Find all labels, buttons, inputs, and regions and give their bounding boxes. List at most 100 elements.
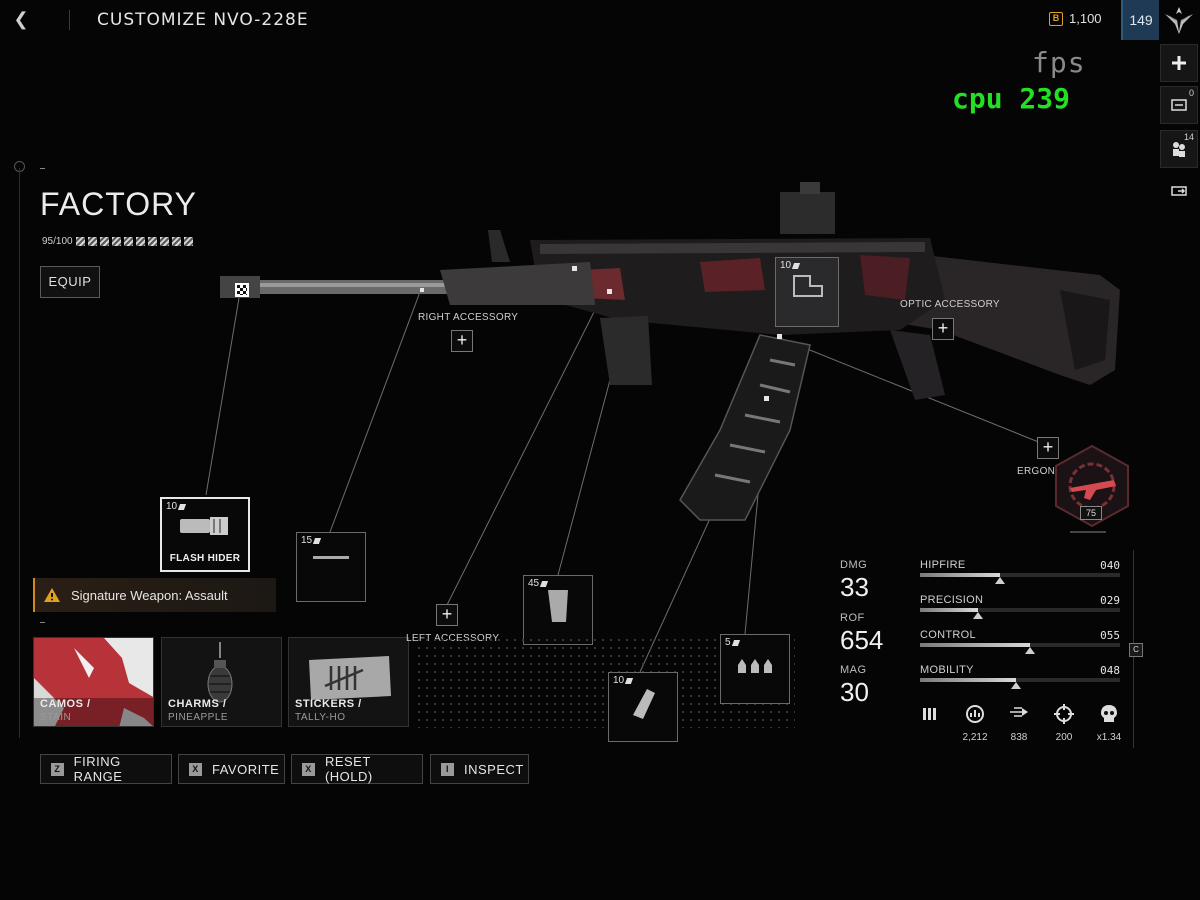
mastery-pip [75,237,85,246]
inspect-button[interactable]: I INSPECT [430,754,529,784]
key-hint: Z [51,762,64,776]
mail-count: 0 [1188,88,1194,98]
mini-stat-headshot: x1.34 [1089,704,1129,743]
grip-attachment-card[interactable]: 45 [523,575,593,645]
exit-button[interactable] [1160,172,1198,210]
signature-text: Signature Weapon: Assault [71,587,228,603]
mail-button[interactable]: 0 [1160,86,1198,124]
back-button[interactable]: ❮ [13,9,29,29]
dmg-value: 33 [840,572,869,602]
camo-swatch-image [34,638,153,726]
divider [69,10,70,30]
attachment-level-value: 10 [613,675,625,686]
mastery-pip [87,237,97,246]
magazine-attachment-card[interactable]: 10 [608,672,678,742]
optic-attachment-card[interactable]: 10 [775,257,839,327]
attachment-level: 10 [780,260,801,271]
favorite-label: FAVORITE [212,761,280,777]
attachment-level-value: 45 [528,578,540,589]
right-accessory-add-button[interactable]: + [451,330,473,352]
barrel-icon [313,556,349,559]
squad-button[interactable]: 14 [1160,130,1198,168]
ergonomics-add-button[interactable]: + [1037,437,1059,459]
player-level-badge[interactable]: 149 [1121,0,1159,40]
rank-emblem-icon[interactable] [1163,4,1195,36]
pencil-icon [313,537,322,544]
pencil-icon [625,677,634,684]
stat-bar-value: 040 [1100,559,1120,572]
ergonomics-perk-icon[interactable] [1046,442,1138,538]
key-hint: X [189,762,202,776]
equip-button[interactable]: EQUIP [40,266,100,298]
pencil-icon [731,639,740,646]
attachment-level: 10 [613,675,634,686]
mastery-pip [135,237,145,246]
stat-bar-marker [995,577,1005,584]
rof-label: ROF [840,612,865,624]
bullet-speed-icon [999,704,1039,726]
barrel-attachment-card[interactable]: 15 [296,532,366,602]
attachment-level-value: 10 [166,501,178,512]
favorite-button[interactable]: X FAVORITE [178,754,285,784]
mastery-pip [171,237,181,246]
mastery-pip [123,237,133,246]
ammo-attachment-card[interactable]: 5 [720,634,790,704]
left-rail [19,168,20,738]
squad-icon [1173,142,1185,157]
muzzle-attachment-card[interactable]: 10 FLASH HIDER [160,497,250,572]
attachment-level: 5 [725,637,740,648]
stat-bar-fill [920,573,1000,577]
attachment-level-value: 5 [725,637,731,648]
rof-value: 654 [840,625,884,655]
reset-button[interactable]: X RESET (HOLD) [291,754,423,784]
dmg-label: DMG [840,559,868,571]
mastery-progress: 95/100 [42,236,193,247]
attachment-level: 10 [166,501,187,512]
add-friend-button[interactable] [1160,44,1198,82]
stickers-card[interactable]: STICKERS / TALLY-HO [288,637,409,727]
muzzle-slot-marker[interactable] [235,283,249,297]
stat-bar-value: 055 [1100,629,1120,642]
mastery-progress-text: 95/100 [42,236,73,247]
camos-subtitle: STAIN [40,712,72,723]
stat-bar-value: 029 [1100,594,1120,607]
mini-stat-velocity: 838 [999,704,1039,743]
camos-title: CAMOS / [40,698,91,710]
pencil-icon [792,262,801,269]
pencil-icon [540,580,549,587]
optic-accessory-add-button[interactable]: + [932,318,954,340]
mini-stat-ads: 200 [1044,704,1084,743]
attachment-name: FLASH HIDER [169,553,241,564]
stat-bar-label: MOBILITY [920,664,974,676]
stat-bar-fill [920,608,978,612]
charms-subtitle: PINEAPPLE [168,712,229,723]
mag-value: 30 [840,677,869,707]
stat-bar-label: HIPFIRE [920,559,966,571]
dash-mark [40,622,45,623]
mini-stat-value: 200 [1055,732,1073,743]
mini-stat-range: 2,212 [955,704,995,743]
loadout-name: FACTORY [40,186,197,222]
tally-sticker-icon [309,656,391,700]
stat-bar-fill [920,678,1016,682]
plus-icon [1172,56,1186,70]
key-hint: X [302,762,315,776]
right-accessory-label: RIGHT ACCESSORY [418,312,519,323]
charms-title: CHARMS / [168,698,227,710]
mail-icon [1171,99,1187,111]
mini-stat-value: 838 [1010,732,1028,743]
skull-icon [1089,704,1129,726]
reset-label: RESET (HOLD) [324,754,373,784]
optic-icon [793,275,823,297]
key-hint: I [441,762,454,776]
ergonomics-label: ERGONOMICS [1017,466,1090,477]
dash-mark [40,168,45,169]
attachment-node-markers [420,266,782,401]
left-accessory-add-button[interactable]: + [436,604,458,626]
charms-card[interactable]: CHARMS / PINEAPPLE [161,637,282,727]
stats-category-badge[interactable]: C [1129,643,1143,657]
stat-bar-track [920,643,1120,654]
camos-card[interactable]: CAMOS / STAIN [33,637,154,727]
stat-bar-label: PRECISION [920,594,984,606]
firing-range-button[interactable]: Z FIRING RANGE [40,754,172,784]
